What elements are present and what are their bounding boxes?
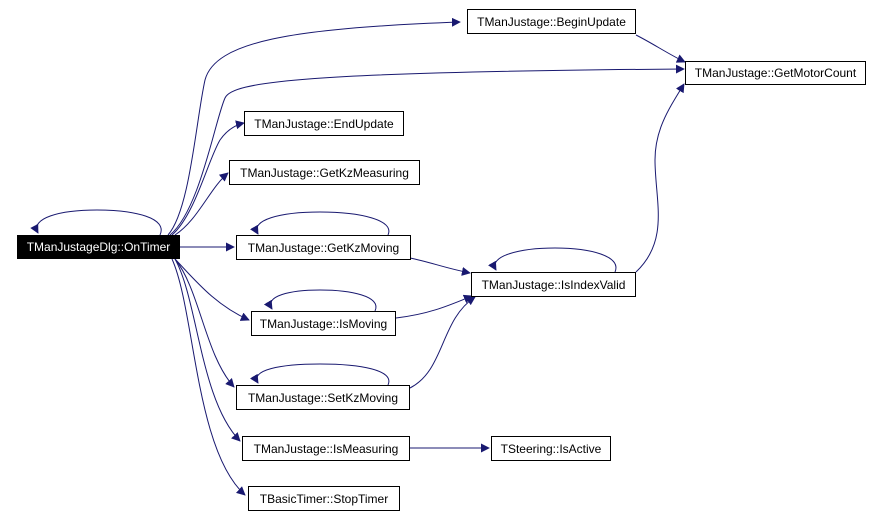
edge-ontimer-ismoving	[174, 258, 250, 321]
node-ismeasuring[interactable]: TManJustage::IsMeasuring	[242, 436, 410, 461]
node-isindexvalid[interactable]: TManJustage::IsIndexValid	[471, 272, 636, 297]
node-ismoving[interactable]: TManJustage::IsMoving	[251, 311, 396, 336]
edge-ontimer-endupdate	[171, 120, 245, 236]
edge-setkzmoving-self	[249, 363, 390, 386]
edge-isindexvalid-self	[488, 247, 617, 273]
node-setkzmoving[interactable]: TManJustage::SetKzMoving	[236, 385, 410, 410]
node-stoptimer[interactable]: TBasicTimer::StopTimer	[248, 486, 400, 511]
edge-isindexvalid-getmotorcount	[635, 83, 685, 273]
edge-ontimer-stoptimer	[171, 258, 246, 496]
edge-ontimer-ismeasuring	[174, 258, 241, 442]
node-beginupdate[interactable]: TManJustage::BeginUpdate	[467, 9, 636, 34]
edge-ontimer-self	[30, 209, 162, 236]
edge-getkzmoving-isindexvalid	[409, 257, 471, 276]
edge-ismoving-isindexvalid	[395, 294, 473, 319]
edge-setkzmoving-isindexvalid	[409, 296, 476, 389]
edge-ismoving-self	[263, 289, 377, 312]
edge-ontimer-setkzmoving	[174, 258, 235, 388]
node-getmotorcount[interactable]: TManJustage::GetMotorCount	[685, 61, 866, 85]
edge-ontimer-beginupdate	[167, 17, 461, 236]
node-endupdate[interactable]: TManJustage::EndUpdate	[244, 111, 404, 136]
edge-beginupdate-getmotorcount	[635, 34, 686, 63]
edge-ontimer-getmotorcount	[169, 64, 685, 236]
edge-ontimer-getkzmeasuring	[174, 172, 229, 236]
edge-getkzmoving-self	[250, 211, 390, 236]
node-getkzmoving[interactable]: TManJustage::GetKzMoving	[236, 235, 411, 260]
node-isactive[interactable]: TSteering::IsActive	[491, 436, 611, 461]
node-ontimer[interactable]: TManJustageDlg::OnTimer	[17, 235, 180, 259]
node-getkzmeasuring[interactable]: TManJustage::GetKzMeasuring	[229, 160, 420, 185]
